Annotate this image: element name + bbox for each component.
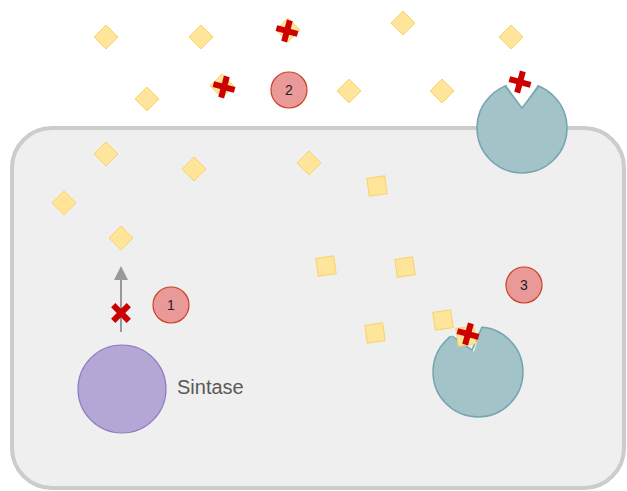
callout-number: 3: [505, 266, 543, 304]
callout-circle: 3: [505, 266, 543, 304]
cell-membrane: [12, 128, 624, 488]
callout-circle: 1: [152, 286, 190, 324]
membrane-receptor: [477, 69, 567, 173]
callout-number: 2: [270, 71, 308, 109]
callout-number: 1: [152, 286, 190, 324]
enzyme-label: Sintase: [177, 376, 244, 399]
circle-outline: [77, 344, 167, 434]
inner-molecules: [52, 142, 453, 343]
hormone-molecules: [94, 11, 523, 111]
inner-receptor: [433, 321, 523, 417]
blocked-arrow: [105, 266, 136, 332]
callout-circle: 2: [270, 71, 308, 109]
enzyme-circle: Sintase: [77, 344, 167, 434]
